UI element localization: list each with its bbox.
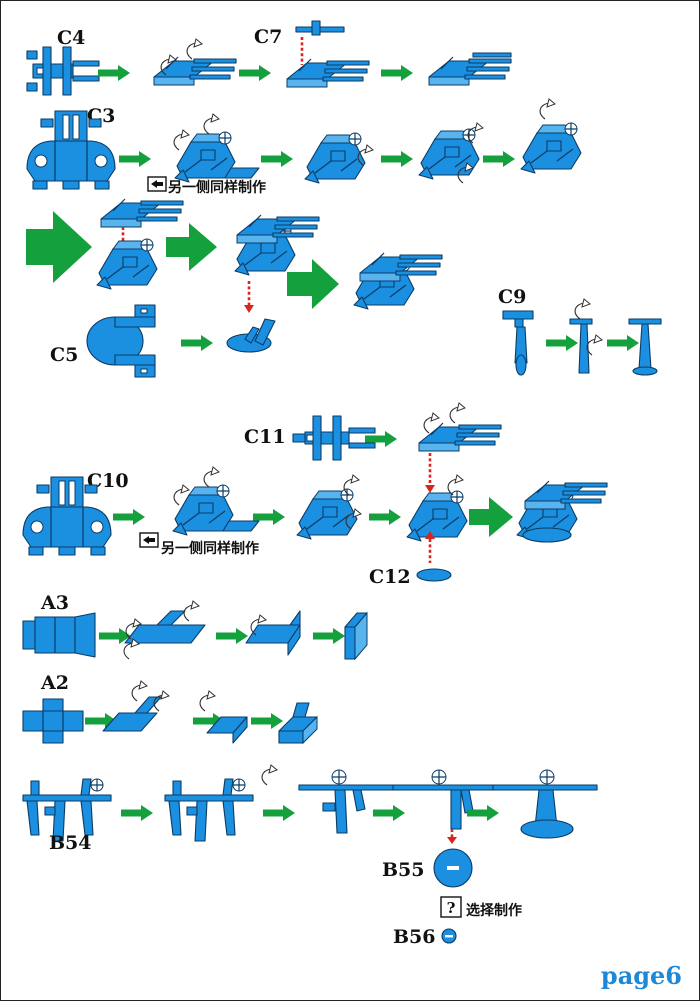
svg-text:?: ? bbox=[447, 899, 456, 917]
arrow-c10-3 bbox=[369, 509, 401, 525]
arrow-c4-3 bbox=[381, 65, 413, 81]
arrow-c10-1 bbox=[113, 509, 145, 525]
step-c3-final bbox=[520, 98, 582, 174]
part-b56-disc bbox=[441, 928, 457, 944]
arrow-c3-3 bbox=[381, 151, 413, 167]
svg-text:选择制作: 选择制作 bbox=[466, 902, 522, 919]
arrow-c4-2 bbox=[239, 65, 271, 81]
question-box-icon bbox=[440, 896, 462, 918]
step-b54-fold-3 bbox=[392, 769, 494, 830]
step-c3-fold-1 bbox=[173, 113, 260, 183]
step-a3-fold-1 bbox=[123, 600, 206, 660]
page-number: page6 bbox=[601, 961, 682, 990]
step-c11-folded bbox=[418, 402, 502, 452]
label-c7: C7 bbox=[254, 26, 282, 48]
big-arrow-2 bbox=[166, 223, 217, 271]
label-b54: B54 bbox=[49, 832, 92, 854]
step-b54-final bbox=[492, 769, 598, 839]
step-c10-fold-3 bbox=[406, 474, 468, 542]
arrow-c9-2 bbox=[607, 335, 639, 351]
step-c4-final bbox=[428, 52, 512, 86]
step-a2-fold-1 bbox=[102, 680, 170, 732]
step-c5-folded bbox=[226, 318, 276, 353]
part-c5-flat bbox=[86, 304, 156, 378]
label-a2: A2 bbox=[40, 672, 69, 694]
step-a3-fold-2 bbox=[245, 610, 301, 656]
step-a2-fold-2 bbox=[199, 690, 248, 744]
label-a3: A3 bbox=[40, 592, 69, 614]
label-b55: B55 bbox=[382, 859, 425, 881]
part-c12-base bbox=[416, 568, 452, 582]
step-c10-final bbox=[516, 480, 608, 543]
arrow-b54-3 bbox=[373, 805, 405, 821]
arrow-a3-2 bbox=[216, 628, 248, 644]
step-c10-fold-1 bbox=[172, 466, 260, 536]
step-c4-with-c7 bbox=[286, 58, 370, 88]
part-c11-flat bbox=[292, 415, 376, 461]
arrow-b54-1 bbox=[121, 805, 153, 821]
note-other-side-1: 另一侧同样制作 bbox=[147, 176, 266, 196]
arrow-c3-1 bbox=[119, 151, 151, 167]
part-c7-top bbox=[295, 20, 345, 36]
step-b54-fold-2 bbox=[298, 769, 394, 834]
label-c5: C5 bbox=[50, 344, 78, 366]
svg-text:另一侧同样制作: 另一侧同样制作 bbox=[161, 540, 259, 557]
arrow-a3-3 bbox=[313, 628, 345, 644]
label-c12: C12 bbox=[369, 566, 411, 588]
arrow-c9-1 bbox=[546, 335, 578, 351]
part-c9-flat bbox=[502, 310, 534, 376]
svg-text:另一侧同样制作: 另一侧同样制作 bbox=[168, 179, 266, 196]
big-arrow-3 bbox=[287, 259, 339, 309]
step-a2-final bbox=[278, 702, 318, 745]
step-c3-fold-3 bbox=[418, 122, 484, 184]
step-assembly-gun-top bbox=[100, 198, 184, 228]
step-c9-final bbox=[628, 318, 662, 376]
label-b56: B56 bbox=[393, 926, 436, 948]
step-c4-fold-1 bbox=[153, 38, 237, 86]
arrow-a2-3 bbox=[251, 713, 283, 729]
note-optional: ? 选择制作 bbox=[440, 896, 522, 919]
label-c9: C9 bbox=[498, 286, 526, 308]
step-c3-fold-2 bbox=[304, 132, 374, 184]
part-b55-disc bbox=[433, 848, 473, 888]
part-a3-flat bbox=[22, 612, 96, 658]
arrow-b54-2 bbox=[263, 805, 295, 821]
arrow-c3-2 bbox=[261, 151, 293, 167]
step-assembly-joined bbox=[234, 214, 320, 276]
step-assembly-mount bbox=[96, 238, 158, 290]
big-arrow-c10 bbox=[469, 497, 513, 537]
step-c9-fold bbox=[569, 298, 603, 374]
arrow-c3-4 bbox=[483, 151, 515, 167]
step-assembly-final bbox=[353, 252, 443, 310]
part-c4-flat bbox=[26, 46, 100, 96]
step-a3-final bbox=[344, 611, 368, 661]
label-c11: C11 bbox=[244, 426, 286, 448]
label-c4: C4 bbox=[57, 27, 85, 49]
step-c10-fold-2 bbox=[296, 474, 362, 540]
step-b54-fold-1 bbox=[164, 764, 278, 842]
note-other-side-2: 另一侧同样制作 bbox=[139, 532, 259, 557]
arrow-c4-1 bbox=[98, 65, 130, 81]
arrow-c5 bbox=[181, 335, 213, 351]
part-a2-flat bbox=[22, 698, 84, 744]
big-arrow-1 bbox=[26, 211, 92, 283]
